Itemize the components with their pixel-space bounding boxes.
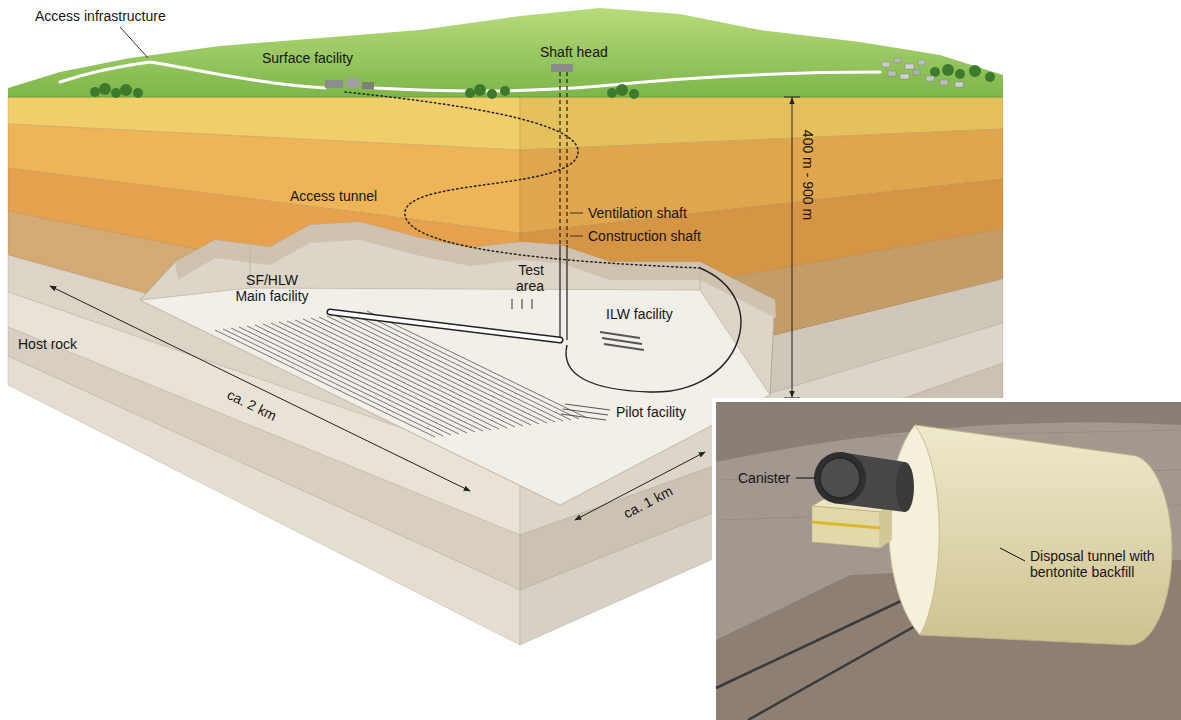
trees bbox=[120, 84, 132, 96]
callout-label: Shaft head bbox=[540, 44, 608, 60]
trees bbox=[111, 88, 121, 98]
callout-label: Disposal tunnel with bentonite backfill bbox=[1030, 548, 1170, 580]
callout-label: Construction shaft bbox=[588, 228, 701, 244]
callout-label: Host rock bbox=[18, 336, 77, 352]
callout-label: Surface facility bbox=[262, 50, 353, 66]
inset-tunnel-illustration bbox=[896, 462, 914, 512]
callout-label: Access tunnel bbox=[290, 188, 377, 204]
shaft-head-building bbox=[551, 64, 573, 72]
trees bbox=[629, 89, 639, 99]
surface-facility-buildings bbox=[325, 80, 343, 88]
callout-label: ILW facility bbox=[606, 306, 673, 322]
village bbox=[905, 64, 914, 69]
callout-label: Canister bbox=[738, 470, 790, 486]
trees bbox=[487, 89, 497, 99]
inset-tunnel-illustration bbox=[889, 425, 940, 635]
trees bbox=[500, 86, 510, 96]
village bbox=[882, 58, 963, 87]
callout-label: Access infrastructure bbox=[35, 8, 166, 24]
leader-line bbox=[120, 27, 148, 58]
inset-tunnel-illustration bbox=[915, 425, 1172, 645]
dimension-lines bbox=[792, 98, 793, 397]
trees bbox=[607, 88, 617, 98]
access-tunnel-loop bbox=[566, 268, 741, 392]
inset-tunnel-illustration bbox=[712, 398, 1181, 720]
cavity bbox=[700, 263, 701, 290]
shafts bbox=[560, 72, 567, 340]
shaft-leaders bbox=[570, 213, 583, 236]
callout-label: Ventilation shaft bbox=[588, 205, 687, 221]
village bbox=[940, 80, 948, 85]
cavity bbox=[140, 288, 770, 505]
inset-tunnel-illustration bbox=[1000, 548, 1025, 561]
surface-facility-buildings bbox=[346, 78, 360, 88]
trees bbox=[465, 88, 475, 98]
ilw-caverns bbox=[600, 332, 644, 350]
inset-tunnel-illustration bbox=[712, 398, 1181, 720]
dimension-label: 400 m - 900 m bbox=[800, 130, 816, 220]
dimension-lines bbox=[50, 97, 800, 520]
village bbox=[900, 74, 909, 79]
village bbox=[888, 71, 896, 76]
trees bbox=[942, 64, 954, 76]
trees bbox=[955, 69, 965, 79]
main-tunnel bbox=[330, 312, 560, 340]
callout-label: Test area bbox=[498, 262, 544, 294]
village bbox=[955, 82, 963, 87]
inset-tunnel-illustration bbox=[796, 478, 816, 479]
surface-facility-buildings bbox=[325, 78, 374, 89]
village bbox=[913, 70, 920, 75]
shaft-leaders bbox=[570, 236, 583, 237]
callout-label: SF/HLW Main facility bbox=[230, 272, 314, 304]
dimension-lines bbox=[784, 97, 800, 98]
shafts bbox=[560, 72, 567, 245]
terrain bbox=[8, 8, 1003, 97]
terrain bbox=[8, 8, 1003, 97]
main-tunnel bbox=[330, 312, 560, 340]
trees bbox=[90, 64, 995, 99]
surface-facility-buildings bbox=[362, 82, 374, 89]
trees bbox=[99, 83, 111, 95]
callout-label: Pilot facility bbox=[616, 404, 686, 420]
dimension-label: ca. 2 km bbox=[225, 386, 280, 424]
inset-tunnel-illustration bbox=[812, 522, 880, 528]
inset-tunnel-illustration bbox=[812, 506, 880, 548]
main-tunnel bbox=[330, 312, 560, 340]
terrain bbox=[8, 96, 1003, 97]
trees bbox=[930, 67, 940, 77]
pilot-facility-tunnels bbox=[561, 404, 610, 420]
inset-tunnel-illustration bbox=[814, 452, 866, 504]
trees bbox=[474, 84, 486, 96]
test-area-marks bbox=[512, 299, 532, 309]
trees bbox=[133, 88, 143, 98]
village bbox=[918, 60, 925, 65]
dimension-lines bbox=[50, 286, 470, 491]
shaft-leaders bbox=[570, 213, 583, 214]
village bbox=[882, 62, 890, 67]
village bbox=[894, 58, 901, 63]
dimension-label: ca. 1 km bbox=[621, 483, 675, 522]
disposal-tunnel-grid bbox=[215, 311, 587, 437]
trees bbox=[985, 72, 995, 82]
cavity bbox=[140, 222, 775, 505]
trees bbox=[969, 65, 981, 77]
inset-tunnel-illustration bbox=[716, 402, 1181, 720]
road bbox=[60, 62, 880, 91]
trees bbox=[616, 84, 628, 96]
inset-tunnel-illustration bbox=[880, 504, 892, 548]
village bbox=[926, 76, 934, 81]
cavity bbox=[140, 222, 776, 505]
trees bbox=[90, 87, 100, 97]
inset-tunnel-illustration bbox=[820, 458, 860, 498]
access-tunnel-dotted bbox=[345, 92, 700, 268]
